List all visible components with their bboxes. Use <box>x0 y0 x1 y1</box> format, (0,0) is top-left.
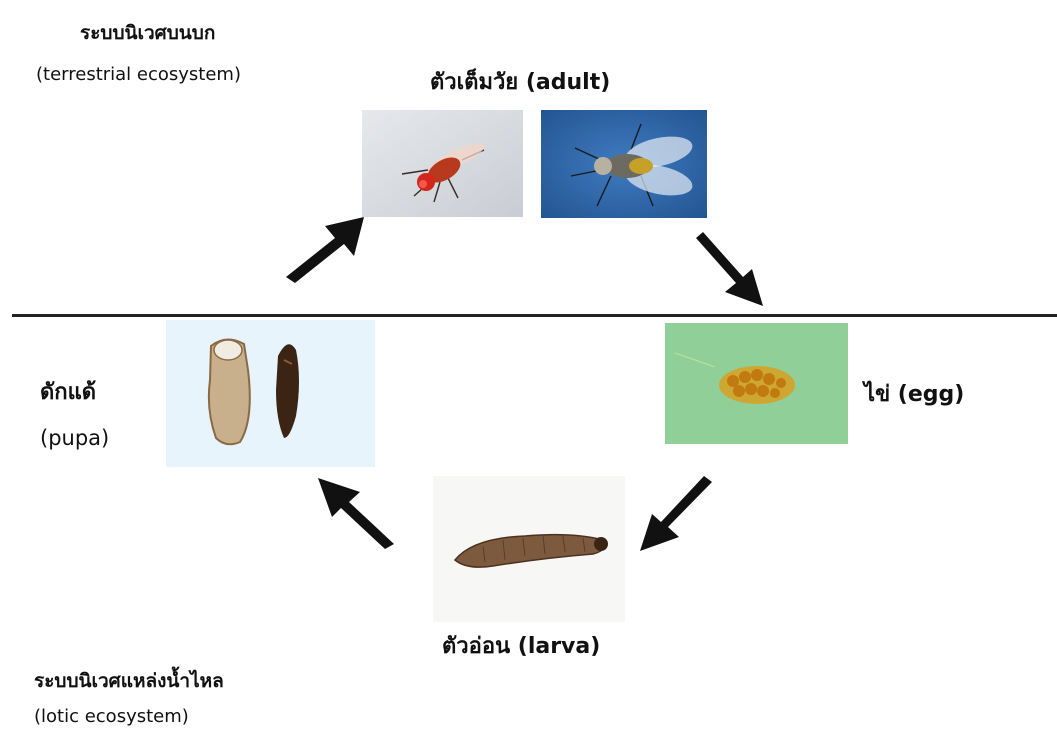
arrow-egg-to-larva <box>640 476 712 551</box>
arrow-adult-to-egg <box>696 232 763 306</box>
arrow-pupa-to-adult <box>286 217 364 283</box>
arrow-larva-to-pupa <box>318 478 394 549</box>
